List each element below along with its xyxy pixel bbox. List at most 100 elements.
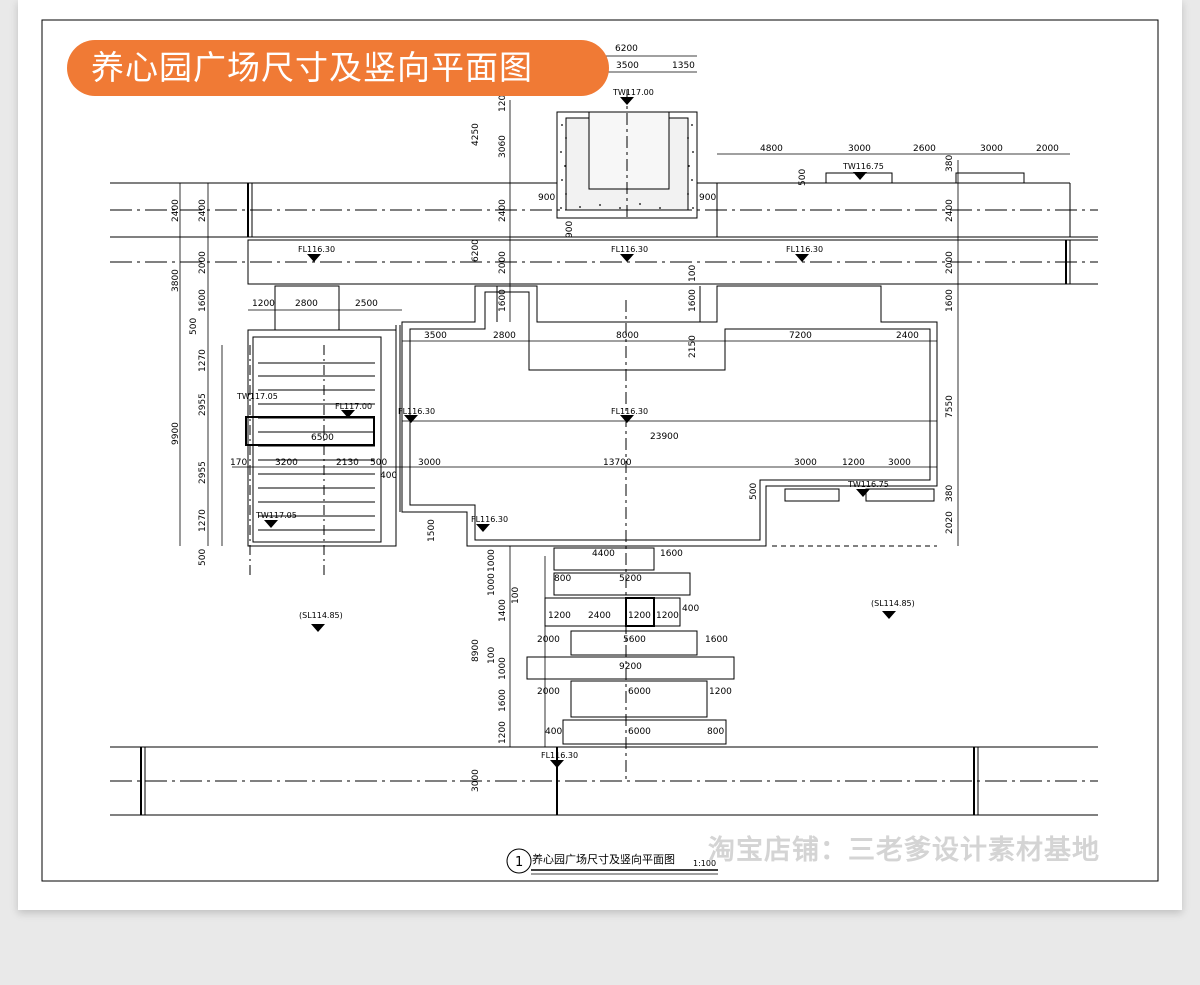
dim-label: 900 bbox=[699, 193, 716, 203]
dim-label: 1600 bbox=[688, 289, 698, 312]
dim-label: 400 bbox=[380, 471, 397, 481]
dim-label: 2400 bbox=[588, 611, 611, 621]
dim-label: 500 bbox=[749, 483, 759, 500]
dim-label: 2400 bbox=[945, 199, 955, 222]
dim-label: 1350 bbox=[672, 61, 695, 71]
dim-label: 7200 bbox=[789, 331, 812, 341]
title-badge: 养心园广场尺寸及竖向平面图 bbox=[67, 40, 609, 96]
dim-label: 2400 bbox=[198, 199, 208, 222]
fl-bottom-label: FL116.30 bbox=[541, 751, 578, 760]
dim-label: 3000 bbox=[794, 458, 817, 468]
dim-label: 400 bbox=[545, 727, 562, 737]
dim-label: 1200 bbox=[252, 299, 275, 309]
dim-label: 1000 bbox=[487, 573, 497, 596]
dim-label: 4250 bbox=[471, 123, 481, 146]
dim-label: 13700 bbox=[603, 458, 632, 468]
fl-center-top-label: FL116.30 bbox=[611, 245, 648, 254]
dim-label: 3000 bbox=[848, 144, 871, 154]
central-pavilion bbox=[556, 90, 698, 219]
upper-walkway bbox=[110, 239, 1098, 285]
bench-top-right bbox=[955, 172, 1025, 184]
dim-label: 6000 bbox=[628, 687, 651, 697]
dim-label: 1200 bbox=[548, 611, 571, 621]
dim-label: 120 bbox=[498, 95, 508, 112]
dim-label: 5600 bbox=[623, 635, 646, 645]
dim-label: 1200 bbox=[656, 611, 679, 621]
dim-label: 1600 bbox=[498, 289, 508, 312]
dim-label: 3000 bbox=[418, 458, 441, 468]
dim-label: 2020 bbox=[945, 511, 955, 534]
dim-label: 9200 bbox=[619, 662, 642, 672]
dim-label: 6200 bbox=[471, 239, 481, 262]
dim-label: 2000 bbox=[537, 635, 560, 645]
tw-right-bottom-label: TW116.75 bbox=[847, 480, 889, 489]
fl-left-label: FL116.30 bbox=[298, 245, 335, 254]
caption-scale: 1:100 bbox=[693, 859, 716, 868]
dim-label: 2000 bbox=[498, 251, 508, 274]
dim-label: 6200 bbox=[615, 44, 638, 54]
dim-label: 100 bbox=[688, 265, 698, 282]
dim-label: 4800 bbox=[760, 144, 783, 154]
tw-top-label: TW117.00 bbox=[612, 88, 654, 97]
tw-left-bottom-label: TW117.05 bbox=[255, 511, 297, 520]
dim-label: 3060 bbox=[498, 135, 508, 158]
dim-label: 4400 bbox=[592, 549, 615, 559]
left-deck bbox=[245, 285, 401, 575]
dim-label: 3000 bbox=[888, 458, 911, 468]
fl-steps-label: FL116.30 bbox=[471, 515, 508, 524]
dim-label: 2955 bbox=[198, 461, 208, 484]
stair-steps bbox=[526, 547, 735, 745]
dim-label: 500 bbox=[370, 458, 387, 468]
dim-label: 1200 bbox=[842, 458, 865, 468]
dim-label: 2955 bbox=[198, 393, 208, 416]
dim-label: 3800 bbox=[171, 269, 181, 292]
dim-label: 170 bbox=[230, 458, 247, 468]
dim-label: 1270 bbox=[198, 349, 208, 372]
main-plaza bbox=[401, 285, 938, 547]
dim-label: 8000 bbox=[616, 331, 639, 341]
dim-label: 900 bbox=[565, 221, 575, 238]
dim-label: 400 bbox=[682, 604, 699, 614]
bench-mid-left bbox=[784, 488, 840, 502]
dim-label: 9900 bbox=[171, 422, 181, 445]
watermark: 淘宝店铺：三老爹设计素材基地 bbox=[708, 834, 1100, 866]
dim-label: 1600 bbox=[498, 689, 508, 712]
dim-label: 6000 bbox=[628, 727, 651, 737]
dim-label: 23900 bbox=[650, 432, 679, 442]
dim-label: 1600 bbox=[705, 635, 728, 645]
dim-label: 2800 bbox=[493, 331, 516, 341]
dim-label: 2400 bbox=[498, 199, 508, 222]
tw-left-mid-label: TW117.05 bbox=[236, 392, 278, 401]
sl-left-label: (SL114.85) bbox=[299, 611, 343, 620]
bottom-road bbox=[110, 746, 1098, 816]
dim-label: 3000 bbox=[980, 144, 1003, 154]
dim-label: 1000 bbox=[498, 657, 508, 680]
elevation-markers bbox=[264, 97, 896, 768]
dim-label: 2130 bbox=[336, 458, 359, 468]
vertical-dimension-labels: 2400 2400 3800 2000 1600 500 9900 1270 2… bbox=[171, 95, 955, 792]
dim-label: 1600 bbox=[198, 289, 208, 312]
dim-label: 3200 bbox=[275, 458, 298, 468]
plaza-inner-edge bbox=[409, 291, 931, 541]
dim-label: 2000 bbox=[537, 687, 560, 697]
dim-label: 800 bbox=[554, 574, 571, 584]
dim-label: 1200 bbox=[709, 687, 732, 697]
dim-label: 380 bbox=[945, 485, 955, 502]
dim-label: 2800 bbox=[295, 299, 318, 309]
dim-label: 8900 bbox=[471, 639, 481, 662]
dim-label: 900 bbox=[538, 193, 555, 203]
dim-label: 1270 bbox=[198, 509, 208, 532]
fl-center-mid-label: FL116.30 bbox=[611, 407, 648, 416]
dim-label: 2400 bbox=[896, 331, 919, 341]
dim-label: 2150 bbox=[688, 335, 698, 358]
fl-left-mid-label: FL116.30 bbox=[398, 407, 435, 416]
fl-deck-label: FL117.00 bbox=[335, 402, 372, 411]
dim-label: 100 bbox=[487, 647, 497, 664]
caption-number: 1 bbox=[515, 855, 523, 870]
fl-right-label: FL116.30 bbox=[786, 245, 823, 254]
dim-label: 100 bbox=[511, 587, 521, 604]
dim-label: 380 bbox=[945, 155, 955, 172]
dim-label: 1400 bbox=[498, 599, 508, 622]
dimension-labels: 6200 3500 1350 4800 3000 2600 3000 2000 … bbox=[230, 44, 1059, 737]
dim-label: 3000 bbox=[471, 769, 481, 792]
